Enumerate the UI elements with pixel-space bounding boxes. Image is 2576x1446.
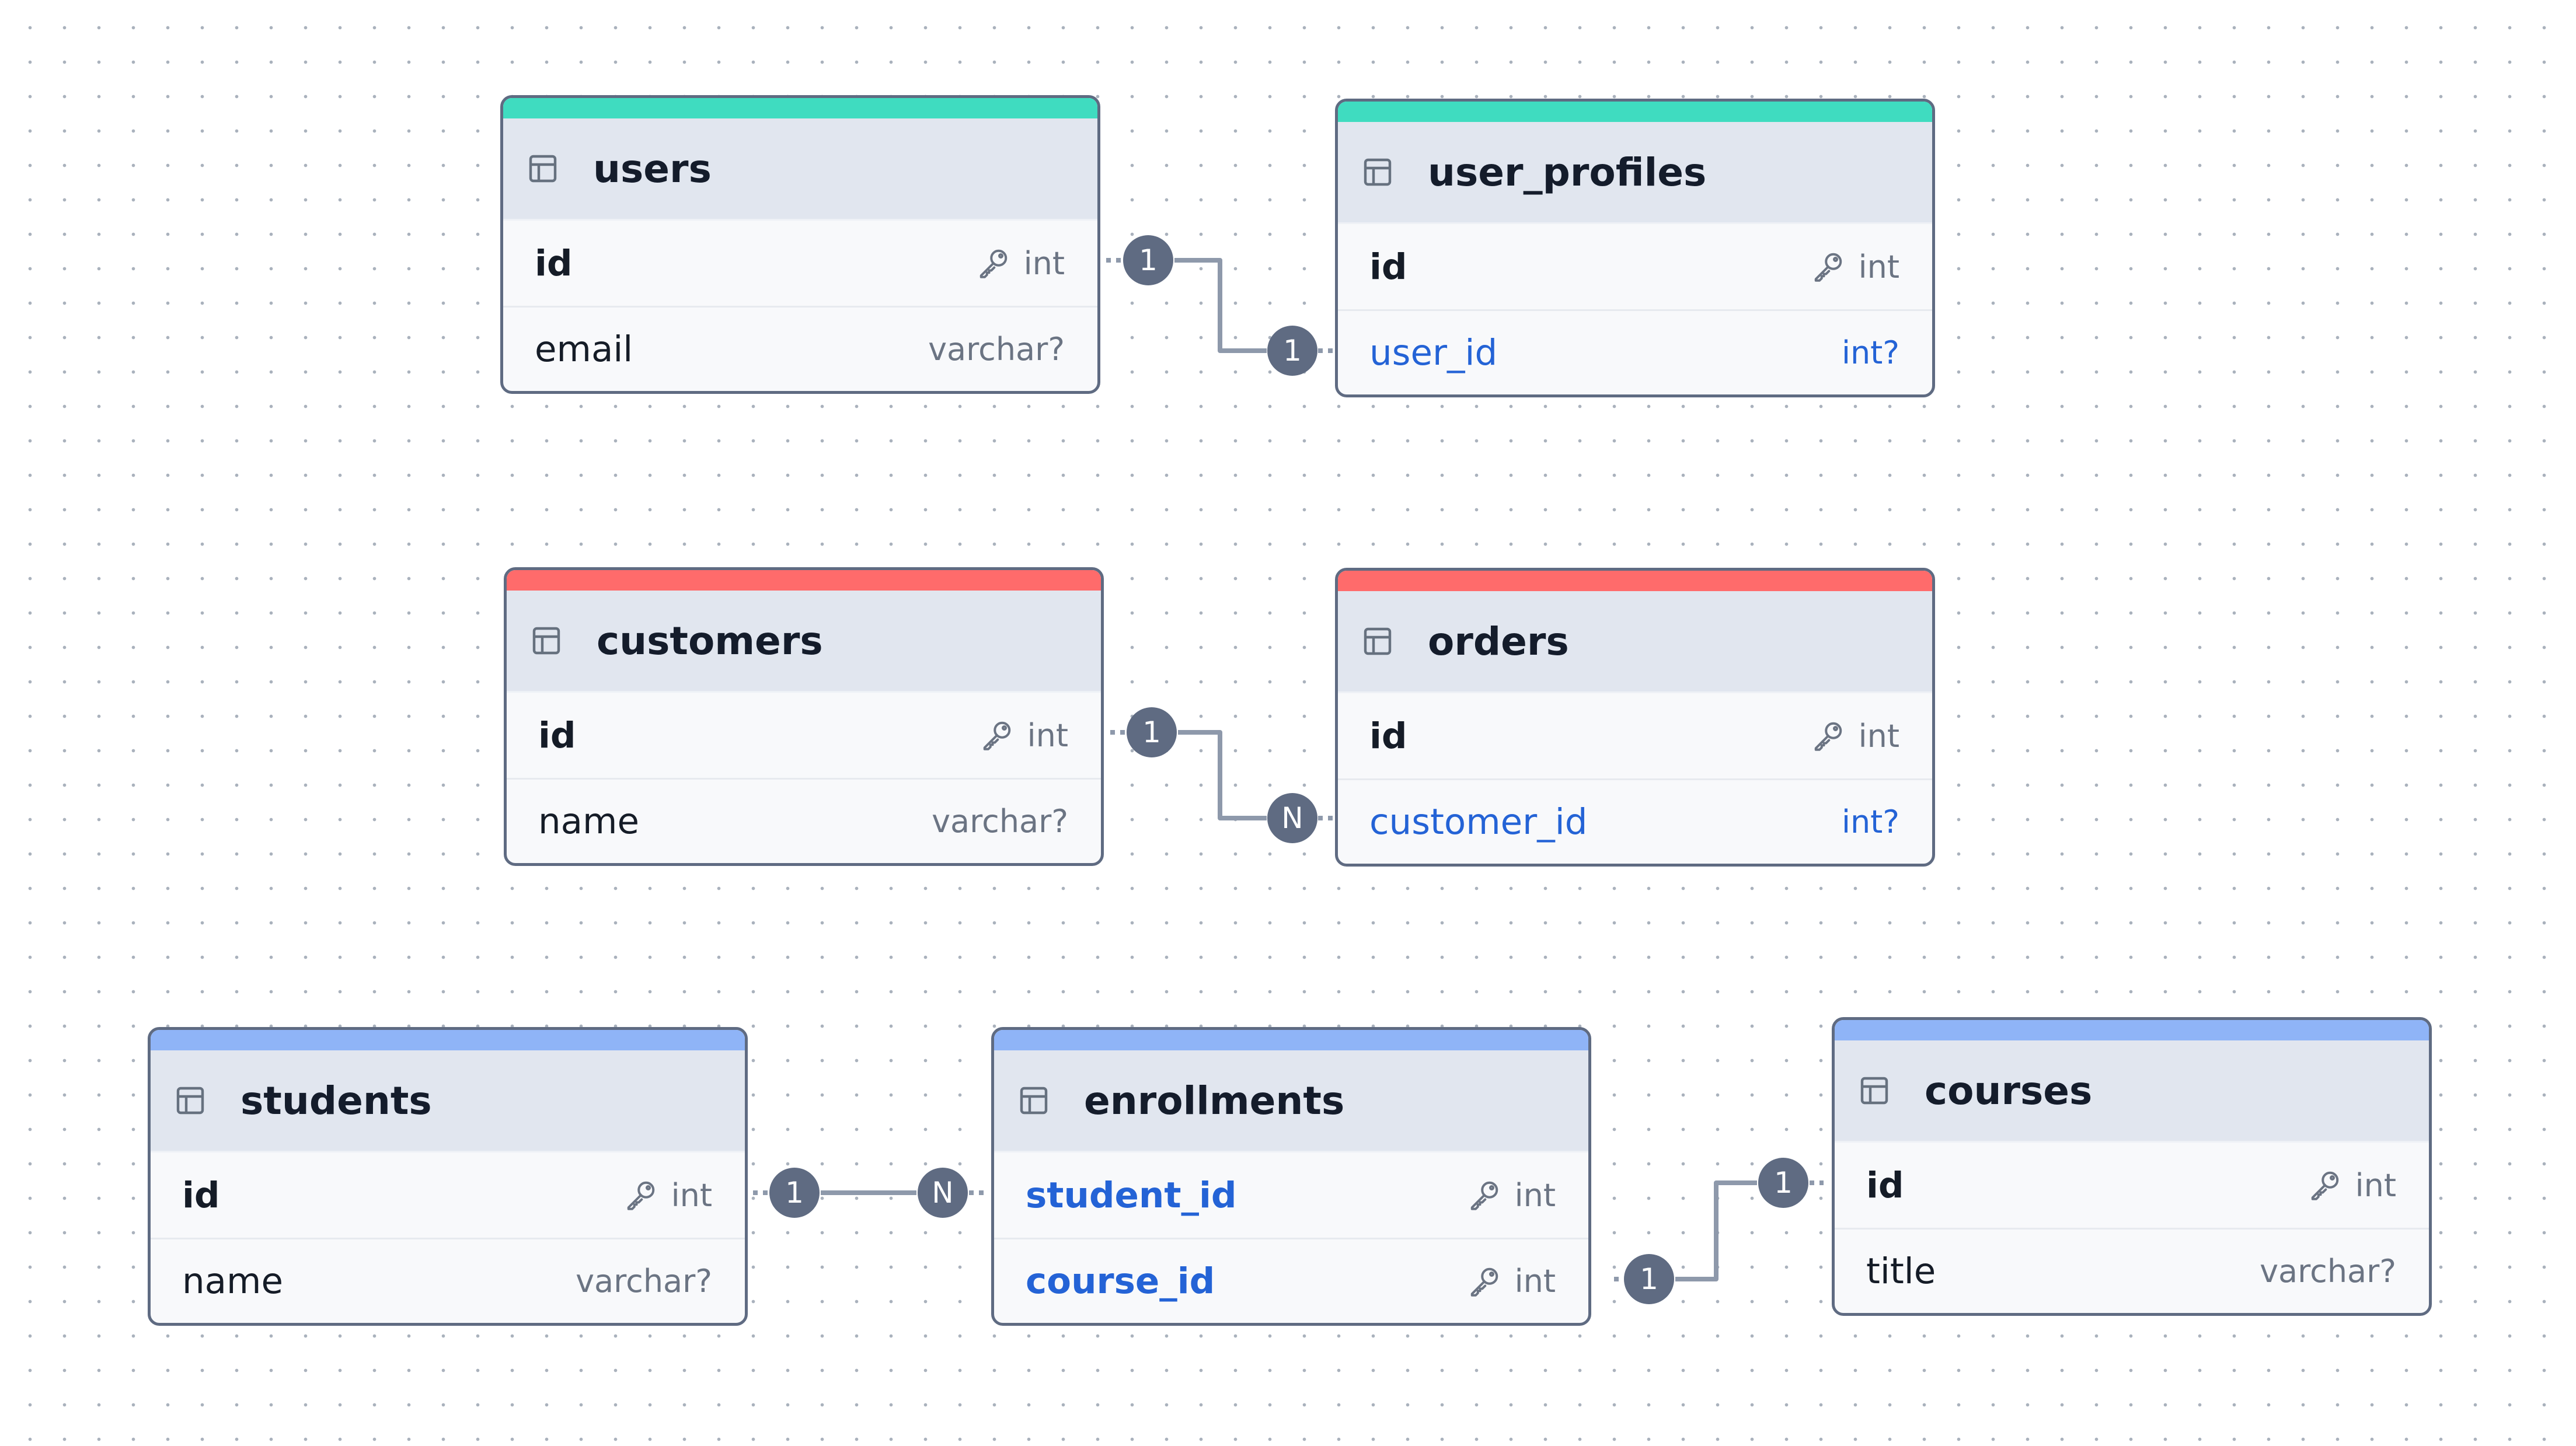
table-header[interactable]: orders (1338, 591, 1932, 693)
cardinality-badge: N (918, 1168, 968, 1218)
cardinality-badge: 1 (769, 1168, 820, 1218)
column-name: id (538, 714, 576, 756)
table-color-bar (994, 1030, 1588, 1050)
table-icon (1020, 1087, 1048, 1115)
column-type: int? (1841, 334, 1899, 371)
table-color-bar (503, 98, 1097, 118)
column-row[interactable]: id int (503, 221, 1097, 306)
primary-key-icon (979, 249, 1007, 278)
table-icon (529, 155, 557, 183)
column-type: int (976, 245, 1065, 282)
table-icon (532, 627, 560, 655)
table-icon (1364, 627, 1392, 655)
column-type: varchar? (2260, 1253, 2396, 1290)
table-enrollments[interactable]: enrollments student_id int course_id int (991, 1027, 1591, 1326)
table-title: courses (1925, 1068, 2093, 1113)
table-header[interactable]: enrollments (994, 1050, 1588, 1152)
column-row[interactable]: course_id int (994, 1238, 1588, 1323)
column-row[interactable]: id int (1338, 693, 1932, 778)
table-title: user_profiles (1428, 149, 1707, 195)
table-color-bar (1835, 1020, 2429, 1040)
column-name: customer_id (1369, 801, 1588, 843)
column-name: student_id (1026, 1174, 1237, 1216)
column-row[interactable]: id int (507, 693, 1101, 778)
primary-key-icon (1814, 253, 1842, 282)
column-type: varchar? (928, 331, 1065, 368)
table-header[interactable]: students (151, 1050, 745, 1152)
cardinality-badge: 1 (1758, 1158, 1808, 1208)
table-title: customers (597, 618, 823, 663)
primary-key-icon (2311, 1171, 2338, 1200)
cardinality-badge: 1 (1624, 1254, 1674, 1304)
cardinality-badge: 1 (1123, 235, 1173, 285)
column-type: int? (1841, 804, 1899, 840)
primary-key-icon (983, 721, 1010, 750)
table-title: users (593, 146, 712, 191)
primary-key-icon (627, 1181, 654, 1210)
column-name: title (1866, 1251, 1936, 1292)
column-row[interactable]: email varchar? (503, 306, 1097, 391)
primary-key-icon (1814, 722, 1842, 751)
table-customers[interactable]: customers id int name varchar? (504, 567, 1104, 866)
column-row[interactable]: student_id int (994, 1152, 1588, 1238)
column-name: id (1369, 715, 1407, 757)
table-color-bar (1338, 571, 1932, 591)
column-row[interactable]: name varchar? (151, 1238, 745, 1323)
primary-key-icon (1470, 1267, 1498, 1297)
column-name: id (182, 1174, 220, 1216)
table-students[interactable]: students id int name varchar? (148, 1027, 748, 1326)
table-title: enrollments (1084, 1078, 1345, 1123)
table-title: orders (1428, 619, 1569, 664)
column-name: course_id (1026, 1260, 1215, 1302)
table-courses[interactable]: courses id int title varchar? (1832, 1017, 2432, 1316)
column-row[interactable]: user_id int? (1338, 309, 1932, 394)
column-name: name (182, 1260, 283, 1302)
table-header[interactable]: courses (1835, 1040, 2429, 1143)
table-user-profiles[interactable]: user_profiles id int user_id int? (1335, 99, 1935, 397)
column-name: user_id (1369, 332, 1498, 373)
table-icon (1364, 158, 1392, 186)
table-header[interactable]: customers (507, 591, 1101, 693)
column-row[interactable]: id int (1338, 224, 1932, 309)
table-users[interactable]: users id int email varchar? (500, 95, 1100, 394)
column-row[interactable]: id int (151, 1152, 745, 1238)
table-color-bar (507, 570, 1101, 591)
column-type: varchar? (576, 1263, 712, 1300)
table-icon (1860, 1077, 1888, 1105)
table-orders[interactable]: orders id int customer_id int? (1335, 568, 1935, 867)
column-type: int (979, 717, 1068, 754)
column-row[interactable]: id int (1835, 1143, 2429, 1228)
cardinality-badge: 1 (1267, 326, 1317, 376)
column-type: int (1811, 249, 1899, 285)
column-type: int (2307, 1167, 2396, 1204)
column-type: int (623, 1177, 712, 1214)
column-row[interactable]: title varchar? (1835, 1228, 2429, 1313)
column-name: id (1866, 1164, 1904, 1206)
column-row[interactable]: name varchar? (507, 778, 1101, 863)
column-name: email (535, 329, 633, 370)
table-header[interactable]: user_profiles (1338, 122, 1932, 224)
column-type: int (1811, 718, 1899, 755)
column-type: int (1467, 1263, 1556, 1300)
table-title: students (240, 1078, 432, 1123)
column-type: varchar? (932, 803, 1068, 840)
primary-key-icon (1470, 1181, 1498, 1210)
column-type: int (1467, 1177, 1556, 1214)
column-name: name (538, 801, 639, 842)
table-header[interactable]: users (503, 118, 1097, 221)
column-name: id (1369, 246, 1407, 288)
table-icon (176, 1087, 204, 1115)
column-name: id (535, 242, 573, 284)
cardinality-badge: 1 (1127, 707, 1177, 757)
table-color-bar (1338, 102, 1932, 122)
column-row[interactable]: customer_id int? (1338, 778, 1932, 864)
cardinality-badge: N (1267, 793, 1317, 843)
table-color-bar (151, 1030, 745, 1050)
